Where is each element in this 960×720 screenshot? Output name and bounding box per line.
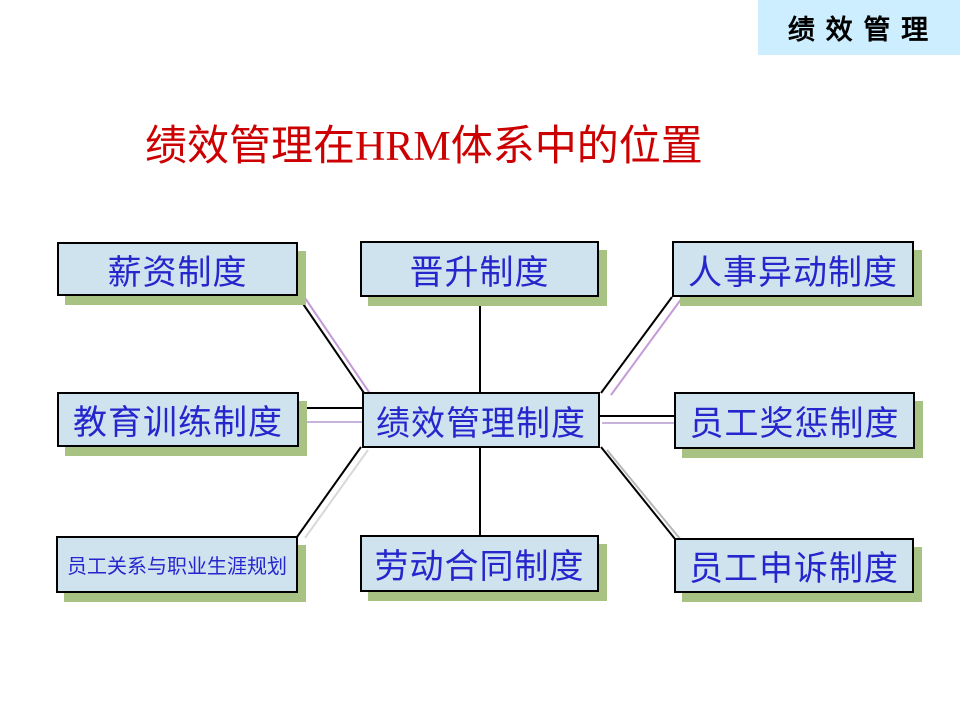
node-reward-punishment-label: 员工奖惩制度 <box>689 406 900 443</box>
header-banner: 绩 效 管 理 <box>758 0 960 55</box>
node-personnel-change-label: 人事异动制度 <box>688 254 898 292</box>
node-labor-contract-label: 劳动合同制度 <box>374 549 585 586</box>
node-salary: 薪资制度 <box>57 242 298 296</box>
connector <box>296 294 365 394</box>
node-salary-label: 薪资制度 <box>107 254 248 292</box>
node-performance-management-label: 绩效管理制度 <box>376 405 586 443</box>
connector-shadow <box>304 297 372 396</box>
node-performance-management: 绩效管理制度 <box>362 392 600 448</box>
node-employee-appeal: 员工申诉制度 <box>674 538 914 593</box>
connector <box>296 446 362 538</box>
node-education-training: 教育训练制度 <box>57 392 299 447</box>
node-reward-punishment: 员工奖惩制度 <box>674 392 915 449</box>
node-personnel-change: 人事异动制度 <box>672 241 914 297</box>
node-promotion-label: 晋升制度 <box>409 254 550 292</box>
node-employee-relations-career: 员工关系与职业生涯规划 <box>56 536 298 593</box>
node-promotion: 晋升制度 <box>360 241 599 297</box>
node-employee-relations-career-label: 员工关系与职业生涯规划 <box>67 556 287 578</box>
node-education-training-label: 教育训练制度 <box>73 405 283 442</box>
header-label: 绩 效 管 理 <box>787 15 931 45</box>
node-employee-appeal-label: 员工申诉制度 <box>689 551 899 588</box>
page-title: 绩效管理在HRM体系中的位置 <box>145 124 703 170</box>
connector-shadow <box>606 449 682 541</box>
connector-shadow <box>304 449 369 539</box>
connector <box>600 446 676 540</box>
connector <box>600 296 673 394</box>
connector-shadow <box>610 297 683 396</box>
node-labor-contract: 劳动合同制度 <box>360 535 599 592</box>
